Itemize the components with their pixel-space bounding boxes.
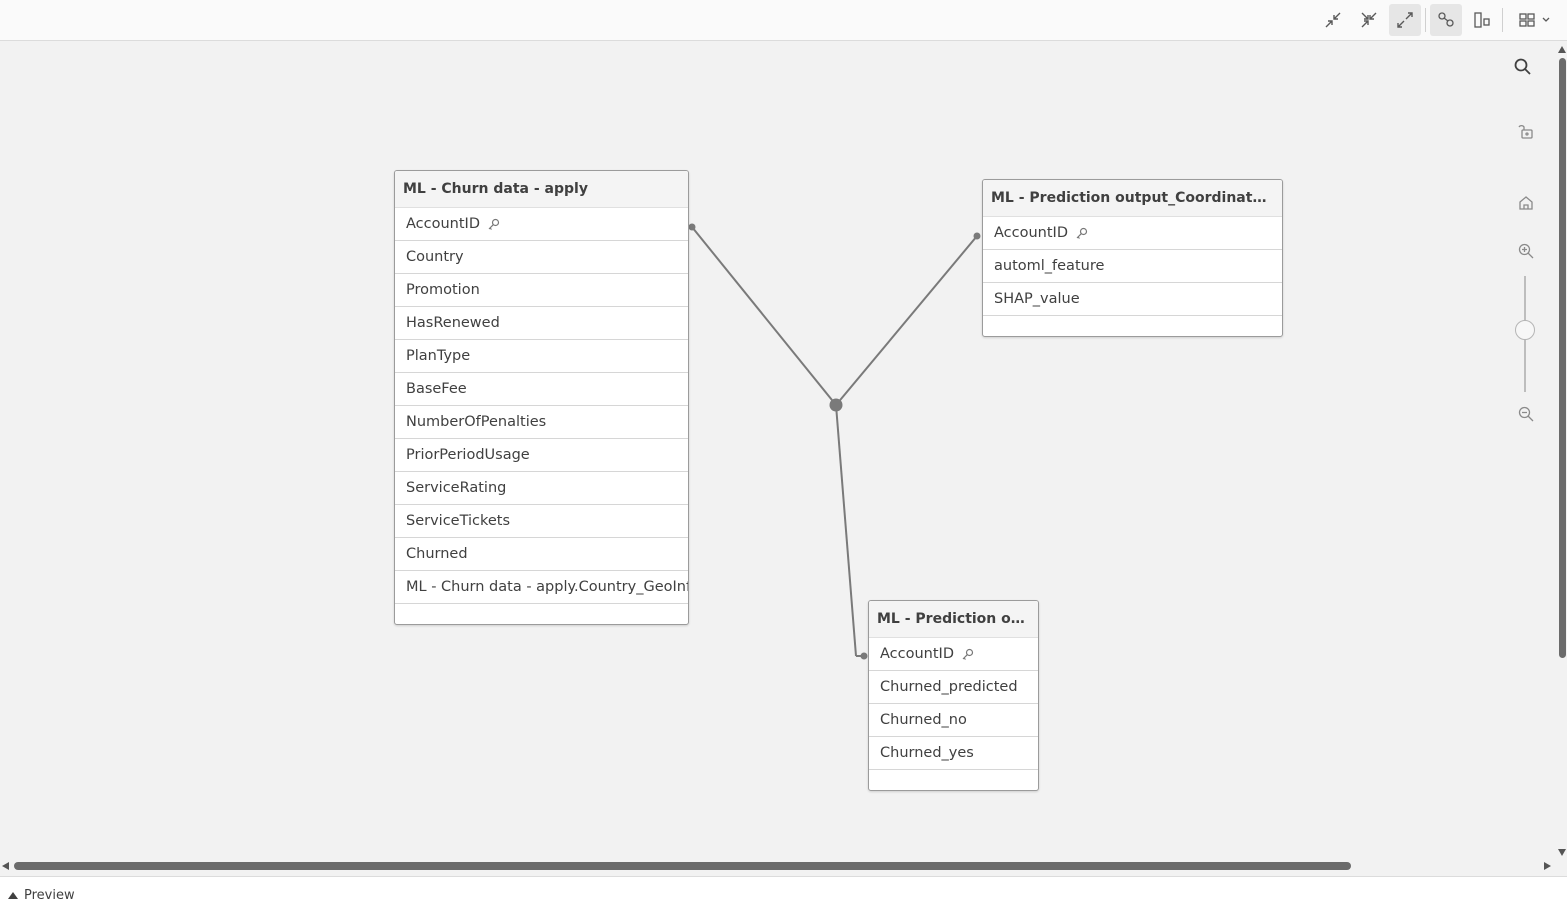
layout-menu-button[interactable] bbox=[1511, 4, 1557, 36]
table-field[interactable]: automl_feature bbox=[983, 250, 1282, 283]
table-field[interactable]: HasRenewed bbox=[395, 307, 688, 340]
field-label: AccountID bbox=[880, 646, 954, 662]
preview-label: Preview bbox=[24, 888, 75, 903]
table-field[interactable]: NumberOfPenalties bbox=[395, 406, 688, 439]
association-link bbox=[835, 404, 857, 657]
table-field[interactable]: Country bbox=[395, 241, 688, 274]
table-field[interactable]: AccountID bbox=[983, 217, 1282, 250]
scroll-left-icon[interactable] bbox=[2, 862, 9, 870]
table-field[interactable]: ServiceRating bbox=[395, 472, 688, 505]
internal-table-view-button[interactable] bbox=[1430, 4, 1462, 36]
compress-arrows-icon bbox=[1361, 12, 1377, 28]
table-field[interactable]: Churned bbox=[395, 538, 688, 571]
table-field[interactable]: Promotion bbox=[395, 274, 688, 307]
lock-icon bbox=[1518, 125, 1533, 139]
link-endpoint bbox=[688, 223, 696, 231]
source-view-icon bbox=[1474, 12, 1490, 28]
key-icon bbox=[961, 648, 974, 661]
key-icon bbox=[1075, 227, 1088, 240]
zoom-out-button[interactable] bbox=[1514, 402, 1538, 426]
zoom-in-icon bbox=[1518, 243, 1534, 259]
home-icon bbox=[1519, 196, 1533, 210]
association-links bbox=[688, 223, 981, 660]
expand-arrows-icon bbox=[1397, 12, 1413, 28]
table-field[interactable]: BaseFee bbox=[395, 373, 688, 406]
scroll-right-icon[interactable] bbox=[1544, 862, 1551, 870]
table-field[interactable]: AccountID bbox=[395, 208, 688, 241]
scroll-up-icon[interactable] bbox=[1558, 46, 1566, 53]
field-label: AccountID bbox=[406, 216, 480, 232]
chevron-down-icon bbox=[1542, 17, 1549, 22]
zoom-slider-thumb[interactable] bbox=[1515, 320, 1535, 340]
table-field[interactable]: Churned_no bbox=[869, 704, 1038, 737]
zoom-in-button[interactable] bbox=[1514, 239, 1538, 263]
toolbar bbox=[0, 0, 1567, 41]
lock-button[interactable] bbox=[1514, 119, 1538, 143]
show-linked-fields-button[interactable] bbox=[1353, 4, 1385, 36]
internal-view-icon bbox=[1438, 12, 1454, 27]
zoom-out-icon bbox=[1518, 406, 1534, 422]
table-field[interactable]: Churned_yes bbox=[869, 737, 1038, 770]
grid-layout-icon bbox=[1518, 13, 1535, 27]
table-field[interactable]: PlanType bbox=[395, 340, 688, 373]
table-field[interactable]: ML - Churn data - apply.Country_GeoInfo bbox=[395, 571, 688, 604]
caret-up-icon bbox=[8, 892, 18, 899]
table-card-churn-data-apply[interactable]: ML - Churn data - apply AccountID Countr… bbox=[394, 170, 689, 625]
horizontal-scroll-thumb[interactable] bbox=[14, 862, 1351, 870]
link-endpoint bbox=[860, 652, 868, 660]
table-field[interactable]: PriorPeriodUsage bbox=[395, 439, 688, 472]
field-label: AccountID bbox=[994, 225, 1068, 241]
preview-panel-bar bbox=[0, 876, 1567, 913]
link-endpoint bbox=[973, 232, 981, 240]
association-node bbox=[829, 398, 843, 412]
preview-toggle[interactable]: Preview bbox=[8, 888, 75, 903]
table-field[interactable]: SHAP_value bbox=[983, 283, 1282, 316]
search-icon bbox=[1514, 58, 1531, 75]
table-title: ML - Prediction output bbox=[869, 601, 1038, 638]
table-field[interactable]: Churned_predicted bbox=[869, 671, 1038, 704]
collapse-arrows-icon bbox=[1325, 12, 1341, 28]
table-title: ML - Prediction output_Coordinate_SH... bbox=[983, 180, 1282, 217]
search-button[interactable] bbox=[1511, 55, 1535, 79]
table-card-prediction-output[interactable]: ML - Prediction output AccountID Churned… bbox=[868, 600, 1039, 791]
expand-all-button[interactable] bbox=[1389, 4, 1421, 36]
table-field[interactable]: AccountID bbox=[869, 638, 1038, 671]
scroll-down-icon[interactable] bbox=[1558, 849, 1566, 856]
association-link bbox=[835, 235, 978, 406]
data-model-canvas[interactable]: ML - Churn data - apply AccountID Countr… bbox=[0, 41, 1558, 859]
table-card-prediction-output-coordinate-shap[interactable]: ML - Prediction output_Coordinate_SH... … bbox=[982, 179, 1283, 337]
home-button[interactable] bbox=[1514, 191, 1538, 215]
source-table-view-button[interactable] bbox=[1466, 4, 1498, 36]
key-icon bbox=[487, 218, 500, 231]
vertical-scroll-thumb[interactable] bbox=[1559, 58, 1566, 658]
table-field[interactable]: ServiceTickets bbox=[395, 505, 688, 538]
table-title: ML - Churn data - apply bbox=[395, 171, 688, 208]
collapse-all-button[interactable] bbox=[1317, 4, 1349, 36]
association-link bbox=[691, 226, 837, 406]
